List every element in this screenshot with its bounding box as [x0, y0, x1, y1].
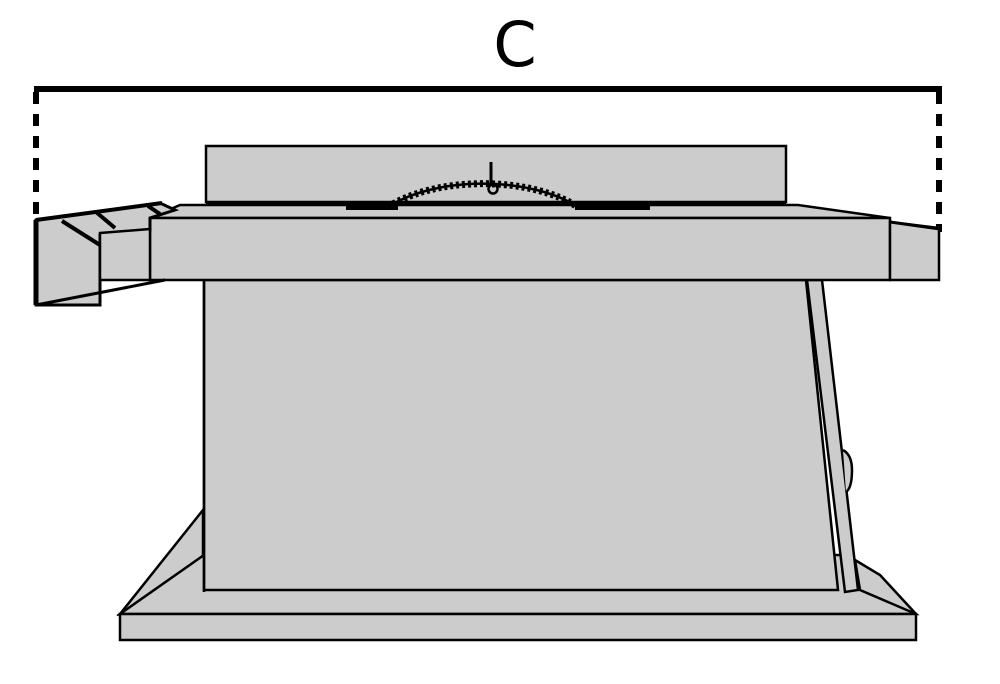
- adjustment-knob-icon: [842, 448, 854, 494]
- base: [116, 506, 920, 642]
- rip-fence: [204, 144, 788, 205]
- cabinet-body: [202, 278, 840, 592]
- throat-plate: [346, 205, 650, 210]
- left-extension-wing: [33, 201, 180, 307]
- table-top: [148, 203, 892, 282]
- saw-blade-icon: [386, 162, 580, 210]
- dimension-line: [33, 86, 942, 232]
- right-rail-end: [888, 220, 941, 282]
- dimension-label-c: C: [493, 8, 537, 81]
